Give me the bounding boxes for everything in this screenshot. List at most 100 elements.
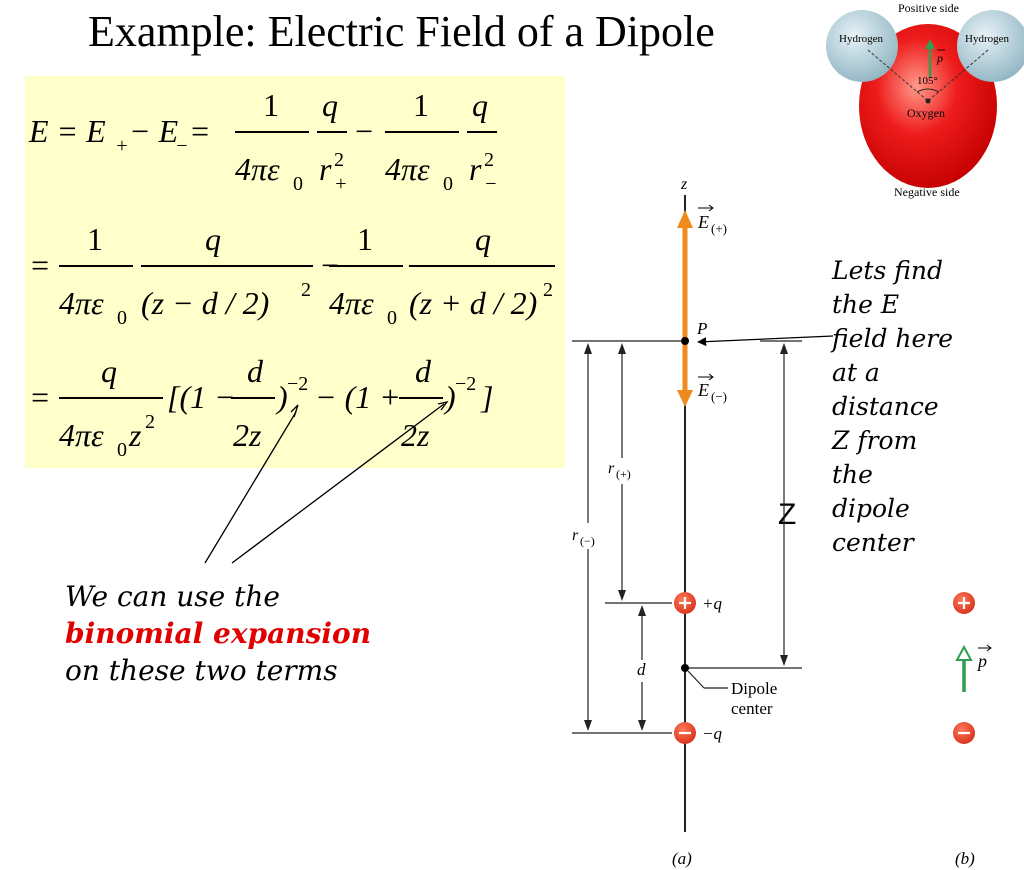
equation-box: E = E + − E − = 1 4πε 0 q r 2 + − 1 <box>25 76 565 468</box>
equation-line-3: = q 4πε 0 z 2 [(1 − d 2z ) −2 − (1 + d 2… <box>29 353 493 461</box>
eq3-frac1-eps-sub: 0 <box>117 439 127 461</box>
z-axis-label: z <box>680 176 688 193</box>
eq2-frac4-den: (z + d / 2) <box>409 285 537 321</box>
svg-text:(+): (+) <box>616 467 631 481</box>
negative-side-label: Negative side <box>894 185 960 199</box>
eq1-frac1-eps-sub: 0 <box>293 173 303 195</box>
eq2-frac4-sq: 2 <box>543 279 553 301</box>
field-point-note: Lets find the E field here at a distance… <box>832 254 953 560</box>
eq3-frac2-den: 2z <box>233 417 262 453</box>
eq2-frac3-num: 1 <box>357 221 373 257</box>
z-distance-label: Z <box>778 498 797 531</box>
eq1-equals: = <box>189 113 211 149</box>
figure-b-caption: (b) <box>955 849 975 868</box>
eq3-close-b: ) <box>443 379 456 415</box>
eq3-frac1-den: 4πε <box>59 417 104 453</box>
field-note-line: dipole <box>832 494 910 523</box>
hydrogen-right-label: Hydrogen <box>965 33 1009 45</box>
hydrogen-left-label: Hydrogen <box>839 33 883 45</box>
eq1-frac2-num: q <box>322 87 338 123</box>
eq2-frac3-eps-sub: 0 <box>387 307 397 329</box>
e-minus-label: E (−) <box>697 373 727 404</box>
eq3-frac1-z-sup: 2 <box>145 411 155 433</box>
hydrogen-left-atom <box>826 10 898 82</box>
eq3-frac3-den: 2z <box>401 417 430 453</box>
field-note-line: field here <box>832 324 954 353</box>
eq1-frac4-r: r <box>469 151 482 187</box>
eq2-frac3-den: 4πε <box>329 285 374 321</box>
point-p-label: P <box>696 319 707 338</box>
dipole-center-label-1: Dipole <box>731 679 777 698</box>
dipole-moment-label: p <box>976 644 992 671</box>
eq2-equals: = <box>29 247 51 283</box>
plus-q-label: +q <box>702 594 722 613</box>
svg-text:(+): (+) <box>711 221 727 236</box>
r-plus-label: r <box>608 460 615 477</box>
eq3-equals: = <box>29 379 51 415</box>
eq3-frac3-num: d <box>415 353 432 389</box>
eq1-frac2-r: r <box>319 151 332 187</box>
equation-line-1: E = E + − E − = 1 4πε 0 q r 2 + − 1 <box>28 87 498 195</box>
positive-side-label: Positive side <box>898 1 959 15</box>
equations: E = E + − E − = 1 4πε 0 q r 2 + − 1 <box>28 87 555 461</box>
eq1-frac2-sup: 2 <box>334 149 344 171</box>
field-note-line: the <box>832 460 873 489</box>
eq1-frac4-sub: − <box>484 173 498 195</box>
dipole-center-point <box>681 664 689 672</box>
eq1-sub-minus: − <box>175 135 189 157</box>
d-label: d <box>637 660 646 679</box>
hydrogen-right-atom <box>957 10 1024 82</box>
eq1-frac1-den: 4πε <box>235 151 280 187</box>
eq3-frac1-num: q <box>101 353 117 389</box>
eq2-frac2-sq: 2 <box>301 279 311 301</box>
field-note-line: Z from <box>832 426 918 455</box>
field-note-line: distance <box>832 392 939 421</box>
figure-a-caption: (a) <box>672 849 692 868</box>
eq1-minus: − <box>353 113 375 149</box>
eq1-frac2-sub: + <box>334 173 348 195</box>
eq2-frac2-den: (z − d / 2) <box>141 285 269 321</box>
figure-a: z E (+) E (−) P r <box>570 176 802 868</box>
eq2-frac4-num: q <box>475 221 491 257</box>
eq1-frac4-num: q <box>472 87 488 123</box>
oxygen-label: Oxygen <box>907 106 945 120</box>
molecule-p-label: p <box>936 51 943 65</box>
eq3-exp-a: −2 <box>287 373 308 395</box>
water-molecule: Positive side Hydrogen Hydrogen p 105° O… <box>826 1 1024 199</box>
eq1-lhs: E = E <box>28 113 106 149</box>
field-note-line: Lets find <box>832 256 943 285</box>
svg-text:E: E <box>697 380 709 400</box>
pointer-line-2 <box>231 403 445 564</box>
equation-line-2: = 1 4πε 0 q (z − d / 2) 2 − 1 4πε 0 q (z… <box>29 221 555 329</box>
svg-text:(−): (−) <box>711 389 727 404</box>
field-note-line: center <box>832 528 914 557</box>
eq3-frac1-z: z <box>128 417 142 453</box>
eq2-frac1-den: 4πε <box>59 285 104 321</box>
svg-text:(−): (−) <box>580 534 595 548</box>
binomial-note: We can use the binomial expansion on the… <box>65 578 371 689</box>
eq1-minus-e: − E <box>129 113 179 149</box>
eq3-bracket-close: ] <box>480 379 493 415</box>
eq1-frac1-num: 1 <box>263 87 279 123</box>
eq2-frac1-num: 1 <box>87 221 103 257</box>
r-minus-label: r <box>572 527 579 544</box>
eq3-bracket-open: [(1 − <box>167 379 236 415</box>
eq1-sub-plus: + <box>115 135 129 157</box>
binomial-note-line3: on these two terms <box>65 654 338 687</box>
eq1-frac4-sup: 2 <box>484 149 494 171</box>
eq1-frac3-num: 1 <box>413 87 429 123</box>
pointer-to-p <box>697 335 834 347</box>
eq2-frac1-eps-sub: 0 <box>117 307 127 329</box>
pointer-line-1 <box>204 411 297 564</box>
eq1-frac3-den: 4πε <box>385 151 430 187</box>
field-note-line: at a <box>832 358 880 387</box>
figure-b: p (b) <box>953 592 992 868</box>
eq3-mid: − (1 + <box>315 379 401 415</box>
eq3-exp-b: −2 <box>455 373 476 395</box>
point-p <box>681 337 689 345</box>
bond-angle-label: 105° <box>917 75 938 87</box>
binomial-note-line2: binomial expansion <box>65 617 372 650</box>
eq3-frac2-num: d <box>247 353 264 389</box>
eq2-frac2-num: q <box>205 221 221 257</box>
